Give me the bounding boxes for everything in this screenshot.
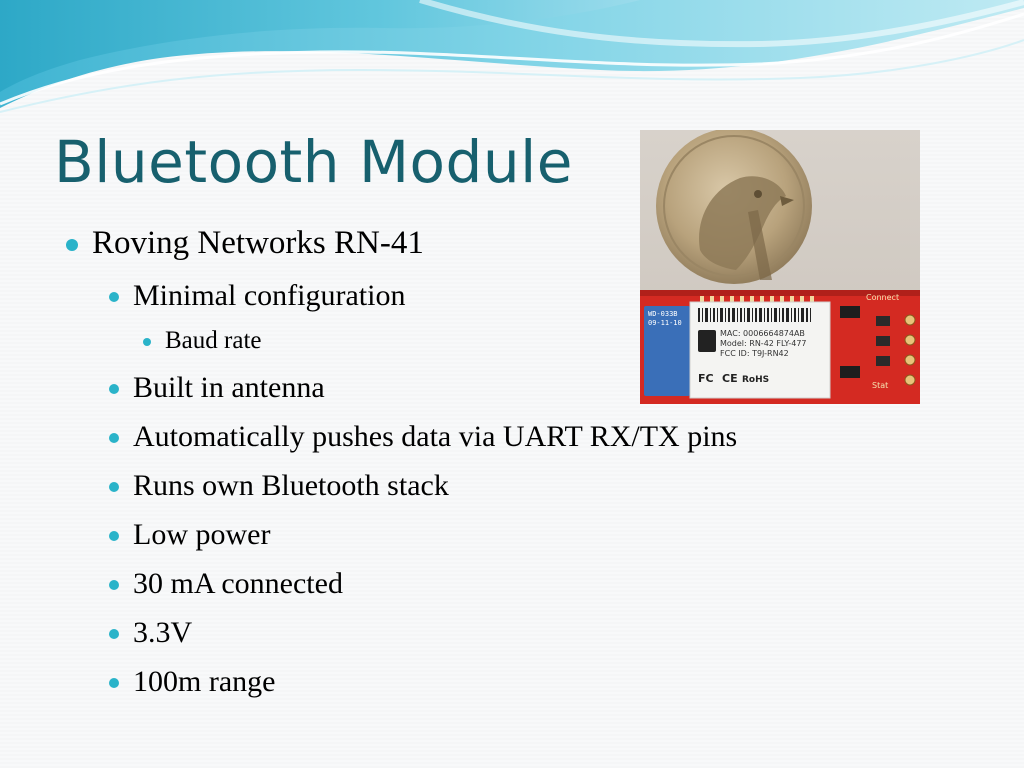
bullet-text: 3.3V — [133, 616, 193, 649]
svg-text:Stat: Stat — [872, 381, 888, 390]
bullet-text: Roving Networks RN-41 — [92, 225, 424, 261]
bullet-level2: Runs own Bluetooth stack — [109, 469, 449, 503]
svg-text:RoHS: RoHS — [742, 375, 769, 385]
bullet-marker — [109, 482, 119, 492]
header-wave-decoration — [0, 0, 1024, 113]
slide-title: Bluetooth Module — [54, 128, 573, 196]
quarter-coin — [656, 130, 812, 284]
svg-text:WD-033B: WD-033B — [648, 310, 678, 318]
bullet-level2: 100m range — [109, 665, 276, 699]
bullet-level2: Built in antenna — [109, 371, 325, 405]
bullet-level1: Roving Networks RN-41 — [66, 225, 424, 262]
bullet-level2: Automatically pushes data via UART RX/TX… — [109, 420, 738, 454]
rn41-circuit-board: WD-033B 09-11-10 MAC: 0006664874AB Model… — [640, 290, 920, 404]
svg-text:09-11-10: 09-11-10 — [648, 319, 682, 327]
bullet-level2: Minimal configuration — [109, 279, 406, 313]
bullet-marker — [109, 433, 119, 443]
bullet-marker — [66, 239, 78, 251]
bullet-marker — [143, 338, 151, 346]
bullet-level2: 30 mA connected — [109, 567, 343, 601]
bullet-text: 100m range — [133, 665, 276, 698]
svg-text:MAC: 0006664874AB: MAC: 0006664874AB — [720, 329, 805, 338]
bullet-level2: Low power — [109, 518, 271, 552]
bullet-text: 30 mA connected — [133, 567, 343, 600]
bullet-text: Baud rate — [165, 327, 262, 354]
svg-text:Connect: Connect — [866, 293, 899, 302]
bullet-marker — [109, 292, 119, 302]
svg-text:FCC ID: T9J-RN42: FCC ID: T9J-RN42 — [720, 349, 789, 358]
bullet-marker — [109, 678, 119, 688]
bullet-text: Minimal configuration — [133, 279, 406, 312]
bullet-marker — [109, 629, 119, 639]
bullet-text: Built in antenna — [133, 371, 325, 404]
svg-text:Model: RN-42 FLY-477: Model: RN-42 FLY-477 — [720, 339, 807, 348]
bullet-text: Runs own Bluetooth stack — [133, 469, 449, 502]
svg-text:CE: CE — [722, 372, 738, 385]
bullet-marker — [109, 580, 119, 590]
bullet-marker — [109, 531, 119, 541]
svg-text:FC: FC — [698, 372, 714, 385]
bullet-level3: Baud rate — [143, 327, 262, 355]
bluetooth-module-photo: WD-033B 09-11-10 MAC: 0006664874AB Model… — [640, 130, 920, 404]
bullet-text: Low power — [133, 518, 271, 551]
bullet-text: Automatically pushes data via UART RX/TX… — [133, 420, 738, 453]
bullet-marker — [109, 384, 119, 394]
bullet-level2: 3.3V — [109, 616, 193, 650]
